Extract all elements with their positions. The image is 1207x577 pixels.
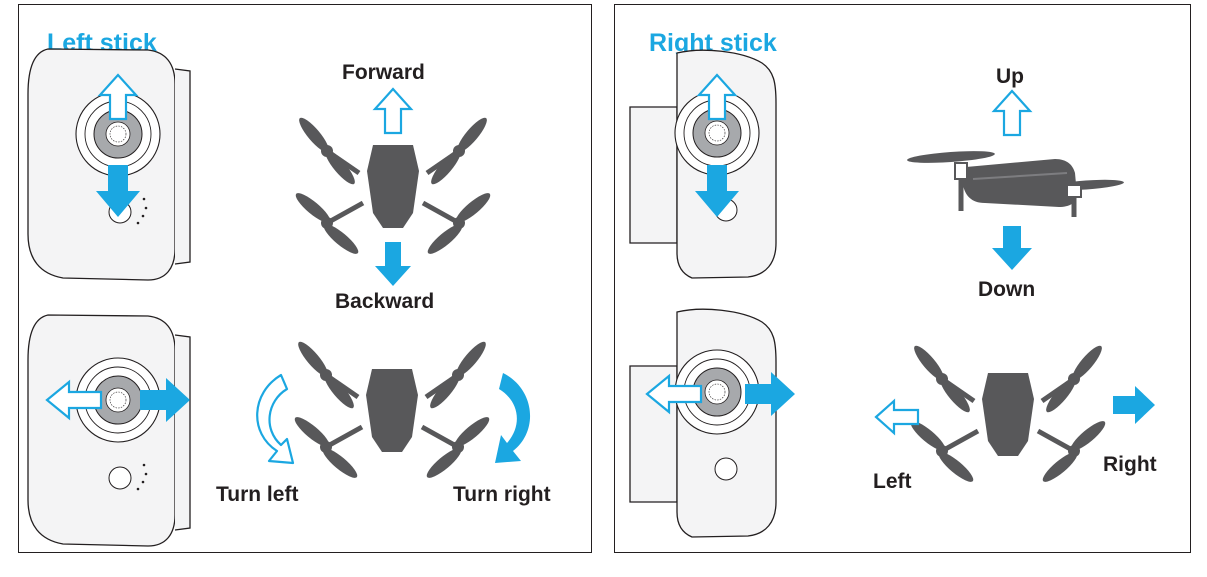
controller-right-bottom — [629, 308, 777, 538]
turn-right-arrow-icon — [495, 373, 531, 463]
left-label: Left — [873, 470, 912, 493]
down-arrow-icon — [992, 226, 1032, 270]
turn-right-label: Turn right — [453, 483, 551, 506]
drone-top-view-yaw — [291, 338, 492, 481]
stick-down-arrow-icon — [96, 165, 140, 217]
turn-left-label: Turn left — [216, 483, 299, 506]
up-label: Up — [996, 65, 1024, 88]
stick-right-arrow-icon — [140, 378, 190, 422]
backward-label: Backward — [335, 290, 435, 313]
right-arrow-icon — [1113, 386, 1155, 424]
stick-up-arrow-icon — [696, 73, 738, 121]
controller-right-top — [629, 49, 777, 279]
right-label: Right — [1103, 453, 1157, 476]
drone-side-view — [907, 151, 1124, 217]
forward-label: Forward — [342, 61, 425, 84]
turn-left-arrow-icon — [256, 373, 295, 465]
controller-left-bottom — [27, 314, 191, 547]
stick-left-arrow-icon — [45, 379, 103, 421]
left-stick-panel: Left stick Forward Backward Turn left Tu… — [18, 4, 592, 553]
down-label: Down — [978, 278, 1036, 301]
left-arrow-icon — [874, 398, 920, 436]
stick-down-arrow-icon — [695, 165, 739, 217]
drone-top-view-pitch — [292, 114, 493, 257]
forward-arrow-icon — [373, 87, 413, 135]
right-stick-panel: Right stick Up Down Left Right — [614, 4, 1191, 553]
up-arrow-icon — [991, 89, 1033, 137]
stick-right-arrow-icon — [745, 372, 795, 416]
drone-top-view-roll — [910, 345, 1106, 482]
stick-left-arrow-icon — [645, 373, 703, 415]
backward-arrow-icon — [375, 242, 411, 286]
